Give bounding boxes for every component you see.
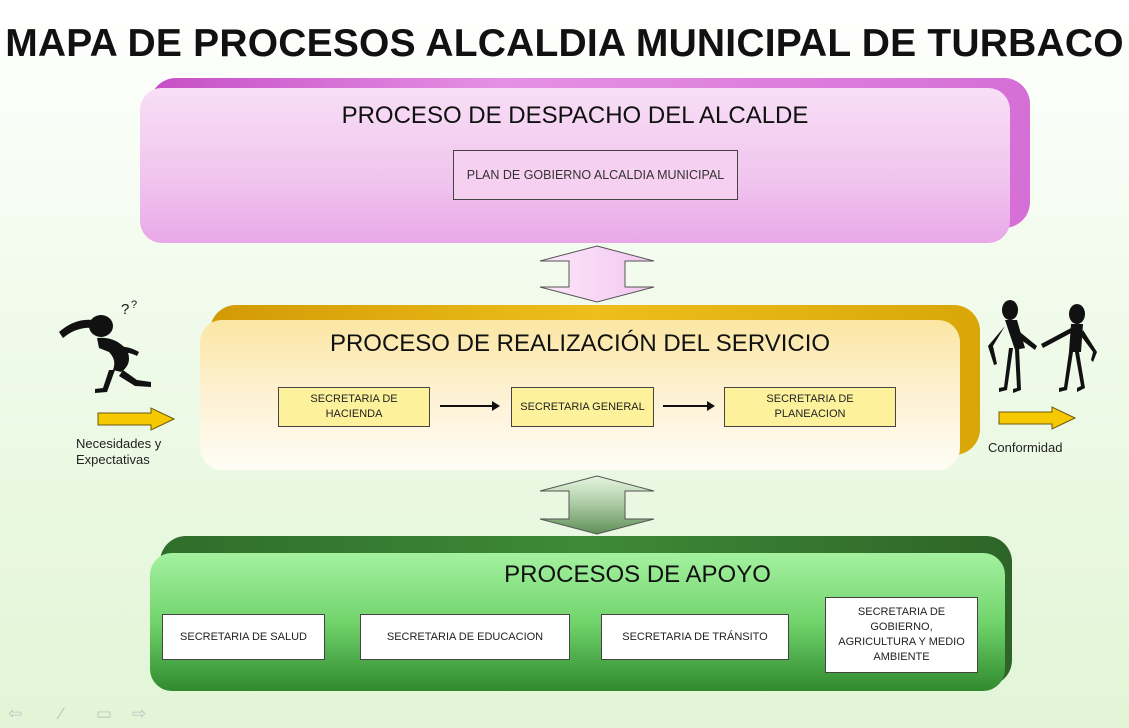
next-slide-icon[interactable]: ⇨ — [132, 704, 147, 723]
page-title: MAPA DE PROCESOS ALCALDIA MUNICIPAL DE T… — [5, 22, 1124, 65]
prev-slide-icon[interactable]: ⇦ — [8, 704, 23, 723]
input-arrow — [97, 407, 175, 431]
svg-text:?: ? — [121, 301, 129, 318]
despacho-title: PROCESO DE DESPACHO DEL ALCALDE — [341, 102, 809, 129]
secretaria-educacion-box: SECRETARIA DE EDUCACION — [360, 614, 570, 660]
double-arrow-bottom — [539, 475, 655, 535]
flow-arrow-2 — [663, 401, 715, 411]
secretaria-planeacion-box: SECRETARIA DE PLANEACION — [724, 387, 896, 427]
svg-text:?: ? — [131, 299, 137, 311]
secretaria-gobierno-box: SECRETARIA DE GOBIERNO, AGRICULTURA Y ME… — [825, 597, 978, 673]
double-arrow-top — [539, 245, 655, 303]
secretaria-general-box: SECRETARIA GENERAL — [511, 387, 654, 427]
realizacion-panel: PROCESO DE REALIZACIÓN DEL SERVICIO SECR… — [200, 320, 960, 470]
secretaria-hacienda-box: SECRETARIA DE HACIENDA — [278, 387, 430, 427]
secretaria-transito-box: SECRETARIA DE TRÁNSITO — [601, 614, 789, 660]
menu-icon[interactable]: ▭ — [96, 704, 113, 723]
despacho-panel: PROCESO DE DESPACHO DEL ALCALDE PLAN DE … — [140, 88, 1010, 243]
thinking-person-icon: ? ? — [59, 299, 151, 393]
necesidades-label: Necesidades y Expectativas — [76, 436, 162, 467]
flow-arrow-1 — [440, 401, 500, 411]
apoyo-title: PROCESOS DE APOYO — [504, 561, 771, 588]
conformidad-label: Conformidad — [988, 440, 1063, 455]
output-arrow — [998, 406, 1076, 430]
realizacion-title: PROCESO DE REALIZACIÓN DEL SERVICIO — [329, 330, 831, 357]
plan-gobierno-box: PLAN DE GOBIERNO ALCALDIA MUNICIPAL — [453, 150, 738, 200]
handshake-icon — [988, 300, 1097, 393]
pen-icon[interactable]: ⁄ — [60, 704, 63, 723]
secretaria-salud-box: SECRETARIA DE SALUD — [162, 614, 325, 660]
apoyo-panel: PROCESOS DE APOYO SECRETARIA DE SALUD SE… — [150, 553, 1005, 691]
